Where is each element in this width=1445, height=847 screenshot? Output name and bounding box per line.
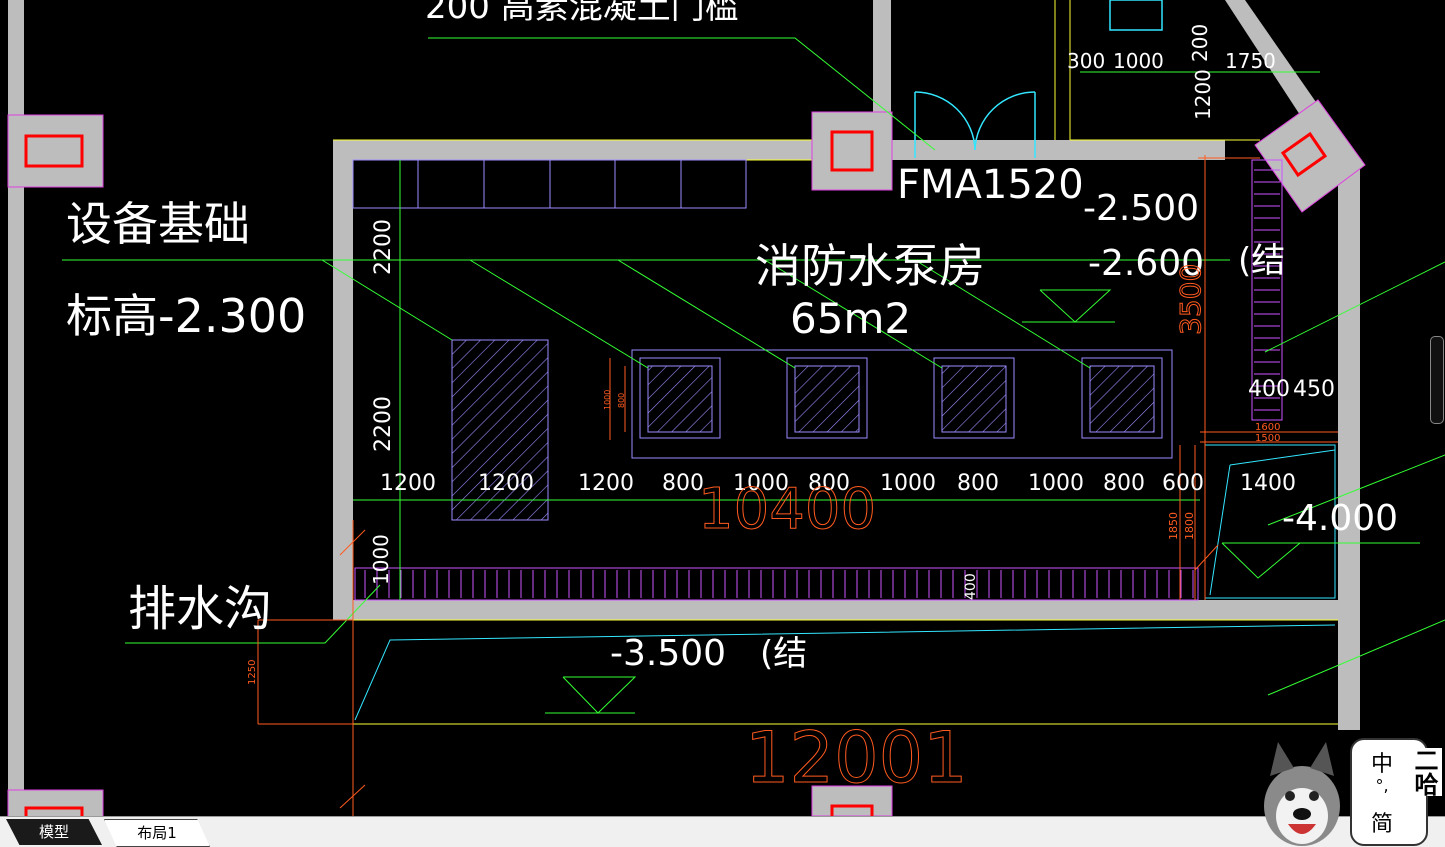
room-area: 65m2 — [790, 294, 911, 343]
row-dim-label: 800 — [957, 471, 999, 496]
row-dim-label: 1000 — [880, 471, 936, 496]
dim-1250: 1250 — [247, 660, 258, 685]
ime-punct-toggle[interactable]: °, — [1375, 776, 1389, 795]
dim-2200-upper: 2200 — [371, 219, 396, 275]
dim-3500: 3500 — [1174, 264, 1207, 335]
row-dim-label: 1000 — [1028, 471, 1084, 496]
top-cabinets — [352, 159, 747, 209]
overall-dim-10400: 10400 — [698, 477, 876, 542]
dim-800-small: 800 — [617, 393, 626, 408]
dim-1850: 1850 — [1167, 512, 1180, 540]
row-dim-label: 1000 — [733, 471, 789, 496]
door-fma1520 — [914, 0, 1163, 158]
cad-drawing-canvas[interactable]: 200 高素混凝土门槛 FMA1520 设备基础 标高-2.300 消防水泵房 … — [0, 0, 1445, 816]
top-dimensions: 300 1000 200 1750 — [1067, 24, 1276, 73]
row-dim-label: 600 — [1162, 471, 1204, 496]
vertical-scrollbar-thumb[interactable] — [1430, 336, 1444, 424]
top-dim-label: 1750 — [1225, 49, 1276, 73]
layout-tab-bar: 模型 布局1 — [0, 816, 1445, 847]
dim-1600: 1600 — [1255, 422, 1280, 433]
elevation-d: -3.500 — [610, 633, 726, 674]
leader-lines — [62, 37, 1445, 714]
walls — [8, 0, 1360, 816]
husky-avatar-icon — [1264, 742, 1340, 846]
row-dim-label: 1200 — [578, 471, 634, 496]
ime-lang-toggle[interactable]: 中 — [1370, 752, 1393, 777]
top-note: 200 高素混凝土门槛 — [425, 0, 739, 27]
tab-model[interactable]: 模型 — [6, 819, 102, 845]
dim-400: 400 — [1248, 377, 1290, 402]
dim-1200-vertical: 1200 — [1191, 69, 1215, 120]
overall-dim-12001: 12001 — [745, 717, 968, 799]
dimension-lines — [257, 155, 1338, 816]
dim-400-small: 400 — [963, 573, 979, 600]
elevation-a: -2.500 — [1083, 188, 1199, 229]
dim-1000-vertical: 1000 — [369, 534, 393, 585]
dim-1800: 1800 — [1183, 512, 1196, 540]
structure-mark-a: (结 — [1238, 241, 1285, 281]
pump-bases — [631, 349, 1173, 459]
elevation-b: -2.600 — [1088, 243, 1204, 284]
drain-label: 排水沟 — [128, 581, 272, 637]
dim-2200-lower: 2200 — [371, 396, 396, 452]
dim-1500: 1500 — [1255, 433, 1280, 444]
equipment-label: 设备基础 — [66, 197, 250, 251]
slope-line — [354, 624, 1336, 721]
ime-side-text: 二哈 — [1410, 748, 1442, 796]
structure-mark-b: (结 — [760, 634, 807, 674]
row-dim-label: 800 — [808, 471, 850, 496]
row-dim-label: 1200 — [380, 471, 436, 496]
drain-trench — [354, 159, 1283, 601]
top-dim-label: 300 — [1067, 49, 1105, 73]
row-dim-label: 1200 — [478, 471, 534, 496]
equipment-elevation: 标高-2.300 — [66, 289, 306, 343]
dim-1000-small: 1000 — [603, 390, 612, 410]
top-dim-label: 1000 — [1113, 49, 1164, 73]
dim-450: 450 — [1293, 377, 1335, 402]
ime-status-widget[interactable]: 中 °, 简 二哈 — [1254, 736, 1445, 846]
tab-layout1[interactable]: 布局1 — [104, 819, 210, 847]
door-label: FMA1520 — [897, 162, 1084, 208]
row-dimensions: 1200 1200 1200 800 1000 800 1000 800 1000 800 600 1… — [380, 471, 1296, 496]
row-dim-label: 800 — [662, 471, 704, 496]
row-dim-label: 1400 — [1240, 471, 1296, 496]
ime-mode-toggle[interactable]: 简 — [1370, 812, 1393, 837]
elevation-c: -4.000 — [1282, 498, 1398, 539]
equipment-foundation — [451, 339, 549, 521]
room-name: 消防水泵房 — [755, 239, 985, 293]
top-dim-label: 200 — [1188, 24, 1212, 62]
row-dim-label: 800 — [1103, 471, 1145, 496]
